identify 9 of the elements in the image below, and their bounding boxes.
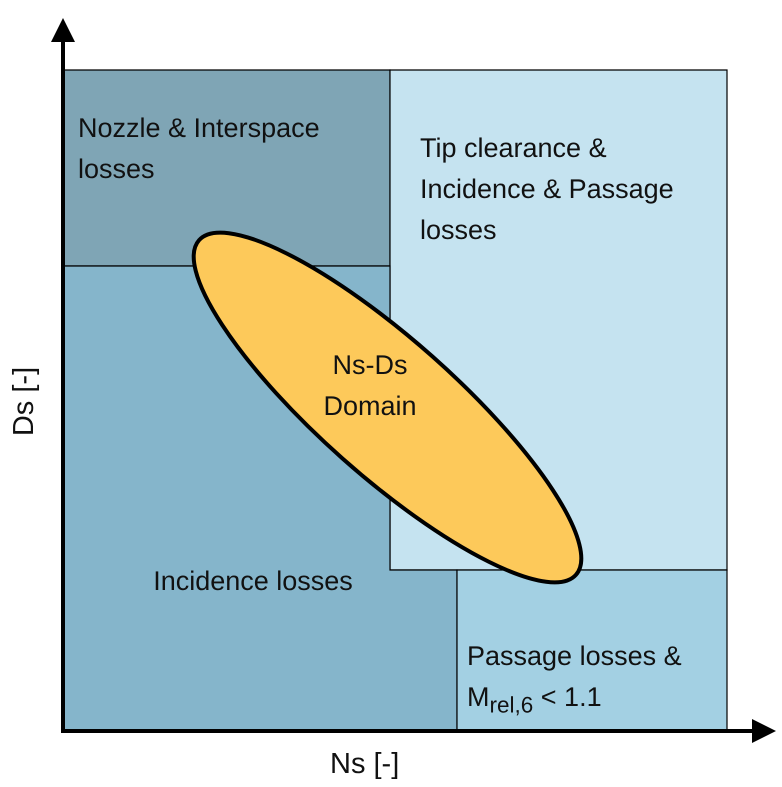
region-label: Ns-Ds Domain xyxy=(322,349,418,423)
region-label: Nozzle & Interspace losses xyxy=(78,112,321,186)
loss-region xyxy=(457,570,727,731)
region-label: Passage losses & M$_{rel,6}$ < 1.1 xyxy=(467,640,683,720)
region-label: Tip clearance & Incidence & Passage losses xyxy=(420,132,675,247)
y-axis-label: Ds [-] xyxy=(8,366,42,436)
x-axis-label: Ns [-] xyxy=(330,748,400,781)
region-label: Incidence losses xyxy=(152,565,354,598)
loss-region xyxy=(63,70,390,266)
